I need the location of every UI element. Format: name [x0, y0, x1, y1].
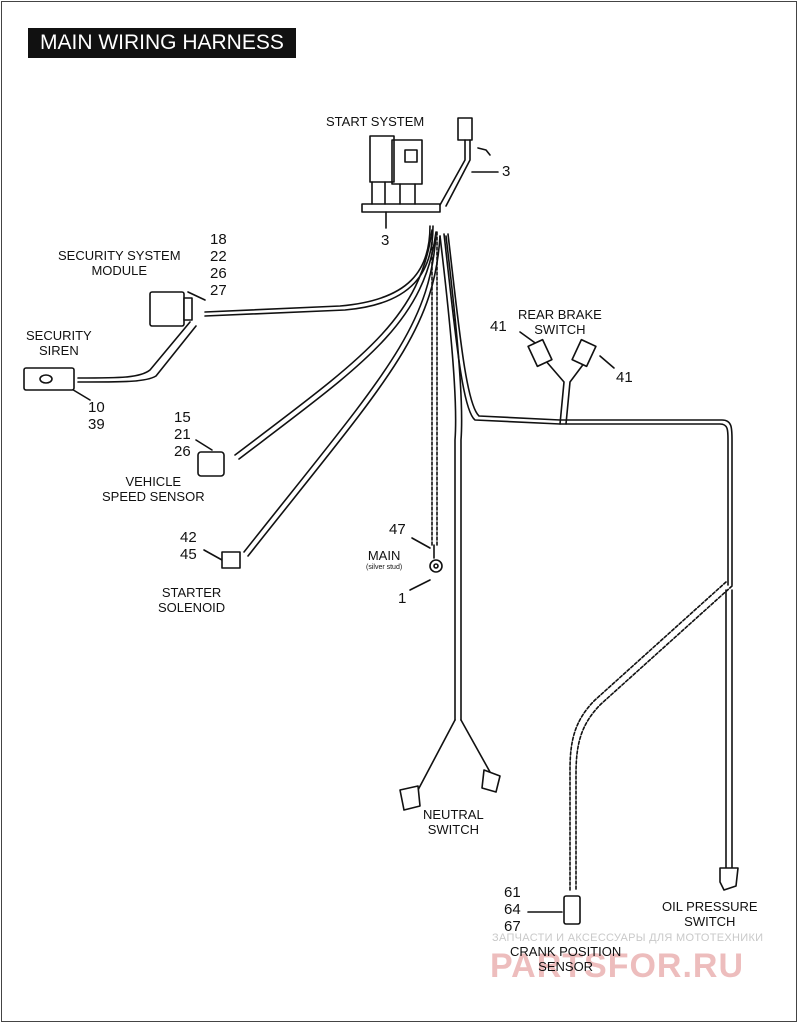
wire-to-vss — [234, 229, 433, 456]
oil-label-line2: SWITCH — [684, 914, 736, 929]
siren-number-1: 10 — [88, 399, 105, 416]
neutral-label-line2: SWITCH — [427, 822, 479, 837]
security-siren-label: SECURITY SIREN — [26, 328, 92, 358]
main-number-bottom: 1 — [398, 590, 407, 607]
watermark-tagline: ЗАПЧАСТИ И АКСЕССУАРЫ ДЛЯ МОТОТЕХНИКИ — [492, 932, 764, 944]
wire-to-rear-brake — [443, 233, 729, 586]
crank-label-line1: CRANK POSITION — [510, 944, 622, 959]
vss-label: VEHICLE SPEED SENSOR — [102, 474, 205, 504]
starter-terminal — [221, 551, 241, 569]
rear-brake-label-line2: SWITCH — [534, 322, 586, 337]
starter-number-1: 42 — [180, 529, 197, 546]
rear-brake-number-left: 41 — [490, 318, 507, 335]
neutral-terminal-left — [399, 785, 421, 811]
vss-number-1: 15 — [174, 409, 191, 426]
brake-switch-left — [527, 338, 553, 368]
watermark-logo: PARTSFOR.RU — [490, 947, 745, 985]
starter-solenoid-label: STARTER SOLENOID — [158, 585, 225, 615]
rear-brake-label: REAR BRAKE SWITCH — [518, 307, 602, 337]
vss-label-line2: SPEED SENSOR — [102, 489, 205, 504]
start-system-number-below: 3 — [381, 232, 390, 249]
starter-label-line2: SOLENOID — [158, 600, 226, 615]
vss-label-line1: VEHICLE — [125, 474, 182, 489]
oil-pressure-terminal — [719, 867, 739, 891]
wire-to-siren — [77, 321, 191, 379]
starter-label-line1: STARTER — [161, 585, 222, 600]
wire-to-starter — [243, 233, 437, 553]
starter-number-2: 45 — [180, 546, 197, 563]
security-siren-label-line1: SECURITY — [26, 328, 92, 343]
neutral-terminal-right — [481, 769, 501, 793]
crank-sensor-connector — [563, 895, 581, 925]
wire-to-neutral — [439, 235, 457, 721]
crank-number-2: 64 — [504, 901, 521, 918]
brake-switch-right — [571, 338, 597, 368]
oil-label-line1: OIL PRESSURE — [662, 899, 758, 914]
vss-number-3: 26 — [174, 443, 191, 460]
crank-number-1: 61 — [504, 884, 521, 901]
main-stud-label-line1: MAIN — [367, 548, 401, 563]
security-module-number-2: 22 — [210, 248, 227, 265]
vss-number-2: 21 — [174, 426, 191, 443]
security-module-connector — [149, 291, 185, 327]
security-siren-label-line2: SIREN — [39, 343, 79, 358]
crank-label-line2: SENSOR — [538, 959, 594, 974]
security-module-number-4: 27 — [210, 282, 227, 299]
page-title: MAIN WIRING HARNESS — [28, 28, 296, 58]
neutral-label-line1: NEUTRAL — [423, 807, 484, 822]
security-module-number-3: 26 — [210, 265, 227, 282]
start-system-label: START SYSTEM — [326, 114, 425, 129]
vss-connector — [197, 451, 225, 477]
crank-number-3: 67 — [504, 918, 521, 935]
rear-brake-label-line1: REAR BRAKE — [518, 307, 602, 322]
rear-brake-number-right: 41 — [616, 369, 633, 386]
security-module-number-1: 18 — [210, 231, 227, 248]
wire-to-module — [204, 225, 431, 313]
siren-number-2: 39 — [88, 416, 105, 433]
security-module-label-line2: MODULE — [91, 263, 148, 278]
wire-to-crank — [569, 581, 727, 891]
start-system-number-right: 3 — [502, 163, 511, 180]
oil-pressure-label: OIL PRESSURE SWITCH — [662, 899, 758, 929]
security-module-label-line1: SECURITY SYSTEM — [58, 248, 181, 263]
security-module-label: SECURITY SYSTEM MODULE — [58, 248, 181, 278]
main-stud-sublabel: (silver stud) — [366, 564, 403, 571]
crank-position-label: CRANK POSITION SENSOR — [510, 944, 621, 974]
main-number-top: 47 — [389, 521, 406, 538]
main-stud-label: MAIN (silver stud) — [366, 548, 402, 572]
neutral-switch-label: NEUTRAL SWITCH — [423, 807, 484, 837]
